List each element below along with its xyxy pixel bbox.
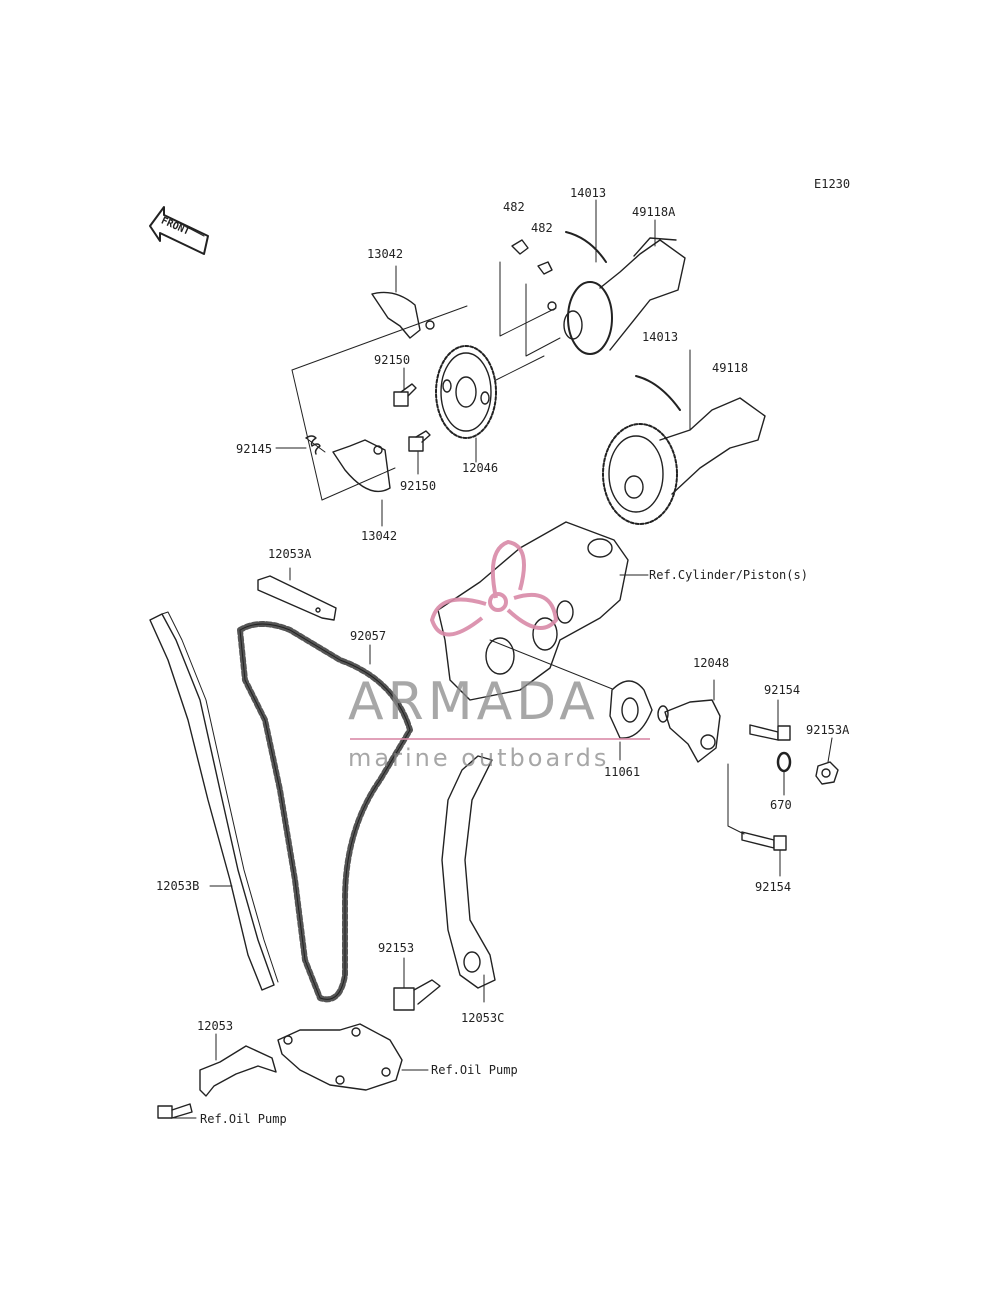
bolt-92150-bottom: [408, 430, 431, 452]
label-49118a[interactable]: 49118A: [632, 205, 676, 219]
watermark-rule: [350, 738, 650, 740]
camshaft-49118: [602, 375, 766, 525]
label-482-a[interactable]: 482: [503, 200, 525, 214]
label-14013-top[interactable]: 14013: [570, 186, 607, 200]
tensioner-12048: [657, 679, 721, 763]
front-arrow-icon: [149, 206, 209, 255]
cam-chain-92057: [237, 621, 413, 1003]
label-92057[interactable]: 92057: [350, 629, 387, 643]
label-670[interactable]: 670: [770, 798, 792, 812]
label-12053b[interactable]: 12053B: [156, 879, 200, 893]
o-ring-670: [776, 751, 792, 773]
label-ref-cylinder[interactable]: Ref.Cylinder/Piston(s): [649, 568, 808, 582]
label-ref-oil-pump-right[interactable]: Ref.Oil Pump: [431, 1063, 518, 1077]
label-92150-top[interactable]: 92150: [374, 353, 411, 367]
chain-guide-12053c: [441, 755, 496, 1003]
bolt-92153: [393, 957, 441, 1011]
label-12053[interactable]: 12053: [197, 1019, 234, 1033]
chain-guide-12053: [199, 1033, 277, 1097]
clip-482-b: [537, 261, 553, 275]
label-49118[interactable]: 49118: [712, 361, 749, 375]
leader-frame: [291, 305, 468, 501]
bolt-oil-pump: [157, 1103, 197, 1119]
label-92150-bottom[interactable]: 92150: [400, 479, 437, 493]
cylinder-block: [437, 521, 649, 701]
gasket-11061: [609, 680, 653, 739]
label-12046[interactable]: 12046: [462, 461, 499, 475]
label-13042-bottom[interactable]: 13042: [361, 529, 398, 543]
cam-sprocket-12046: [435, 345, 497, 439]
label-92145[interactable]: 92145: [236, 442, 273, 456]
label-14013-mid[interactable]: 14013: [642, 330, 679, 344]
label-92154-top[interactable]: 92154: [764, 683, 801, 697]
bolt-92150-top: [393, 383, 417, 407]
watermark-propeller-icon: [429, 539, 559, 637]
bracket-13042-top: [371, 291, 435, 339]
label-12048[interactable]: 12048: [693, 656, 730, 670]
oil-pump-bracket: [277, 1023, 429, 1091]
label-11061[interactable]: 11061: [604, 765, 641, 779]
clip-482-a: [511, 239, 529, 255]
label-13042-top[interactable]: 13042: [367, 247, 404, 261]
watermark-subtitle: marine outboards: [348, 744, 610, 772]
label-12053c[interactable]: 12053C: [461, 1011, 505, 1025]
leader-lines: [275, 199, 691, 761]
label-92153[interactable]: 92153: [378, 941, 415, 955]
nut-92153a: [815, 737, 839, 785]
label-12053a[interactable]: 12053A: [268, 547, 312, 561]
chain-guide-12053a: [257, 567, 337, 621]
label-482-b[interactable]: 482: [531, 221, 553, 235]
spring-92145: [305, 435, 321, 455]
label-ref-oil-pump-left[interactable]: Ref.Oil Pump: [200, 1112, 287, 1126]
label-92154-bottom[interactable]: 92154: [755, 880, 792, 894]
bracket-13042-bottom: [332, 439, 391, 493]
clip-leaders: [495, 261, 561, 381]
diagram-code: E1230: [814, 177, 851, 191]
bolt-92154-top: [749, 699, 791, 741]
chain-guide-12053b: [149, 611, 279, 991]
label-92153a[interactable]: 92153A: [806, 723, 850, 737]
watermark-title: ARMADA: [348, 672, 599, 732]
camshaft-49118a: [547, 231, 686, 355]
bolt-92154-bottom: [727, 763, 787, 877]
